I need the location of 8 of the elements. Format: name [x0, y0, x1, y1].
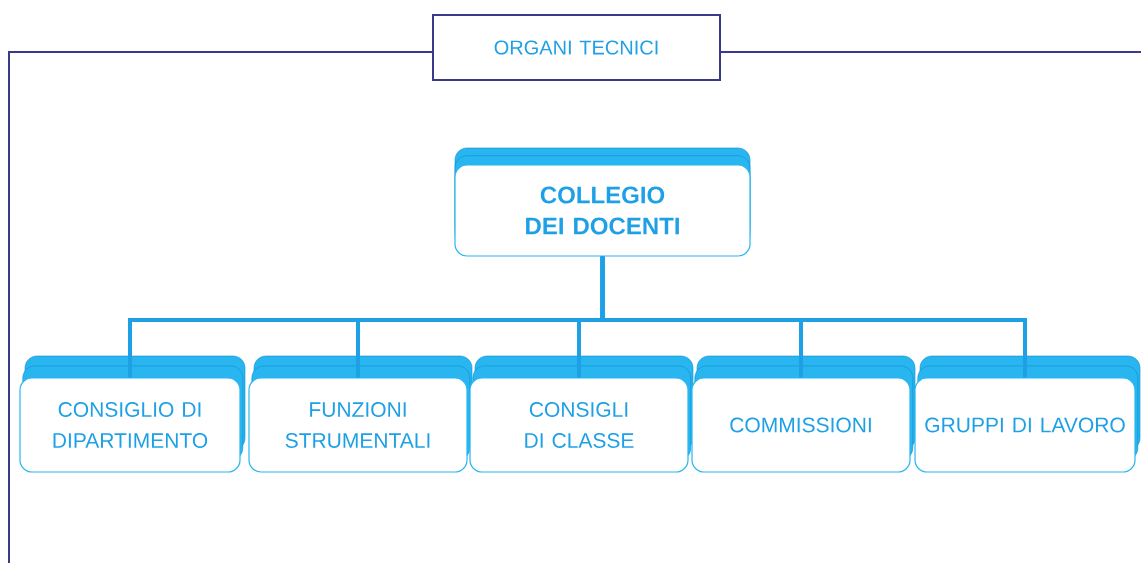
org-box: FUNZIONI STRUMENTALI	[248, 355, 473, 473]
org-box: GRUPPI DI LAVORO	[914, 355, 1141, 473]
org-box: CONSIGLIO DI DIPARTIMENTO	[19, 355, 246, 473]
org-box: COLLEGIO DEI DOCENTI	[454, 147, 751, 257]
connector	[600, 256, 1027, 378]
org-box: COMMISSIONI	[691, 355, 916, 473]
heading-box: ORGANI TECNICI	[432, 14, 721, 81]
org-box: CONSIGLI DI CLASSE	[469, 355, 694, 473]
